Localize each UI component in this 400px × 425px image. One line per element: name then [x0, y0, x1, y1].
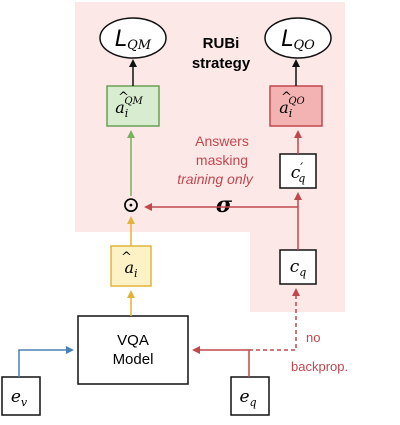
- loss-qo-node: [264, 17, 332, 59]
- no-backprop-label: no: [306, 330, 320, 345]
- cq-prime-label: c′q: [291, 161, 306, 185]
- loss-qo-label: LQO: [281, 27, 315, 53]
- no-backprop-label-line2: backprop.: [291, 359, 348, 374]
- strategy-title-line2: strategy: [192, 55, 251, 72]
- arrow-eq-to-cq-dashed: [249, 288, 300, 351]
- answer-qm-box: [106, 85, 160, 127]
- answer-qm-hat: ^: [118, 90, 129, 105]
- masking-label-line2: masking: [196, 152, 248, 168]
- masking-label: Answers: [195, 133, 249, 149]
- ev-label: ev: [11, 387, 28, 409]
- sigma-label: σ: [216, 192, 233, 218]
- answer-qo-hat: ^: [281, 90, 292, 105]
- cq-label: cq: [290, 257, 307, 279]
- vqa-model-label: VQA: [117, 332, 149, 349]
- strategy-title: RUBi: [203, 35, 240, 52]
- answer-main-box: [110, 245, 152, 287]
- answer-main-label: ai: [124, 258, 137, 280]
- vqa-model-box: [77, 315, 189, 385]
- eq-label: eq: [239, 387, 256, 409]
- answer-qm-label: aiQM: [115, 96, 143, 120]
- answer-main-hat: ^: [121, 250, 132, 265]
- rubi-strategy-region: [75, 2, 345, 312]
- arrow-eq-to-model: [192, 346, 250, 377]
- eq-box: [230, 376, 270, 416]
- arrow-ev-to-model: [18, 346, 74, 377]
- vqa-model-label-line2: Model: [113, 351, 154, 368]
- training-only-label: training only: [177, 171, 253, 187]
- answer-qo-label: aiQO: [279, 96, 304, 120]
- loss-qm-label: LQM: [115, 27, 152, 53]
- ev-box: [1, 376, 41, 416]
- mask-operator: ⊙: [122, 193, 140, 218]
- loss-qm-node: [99, 17, 167, 59]
